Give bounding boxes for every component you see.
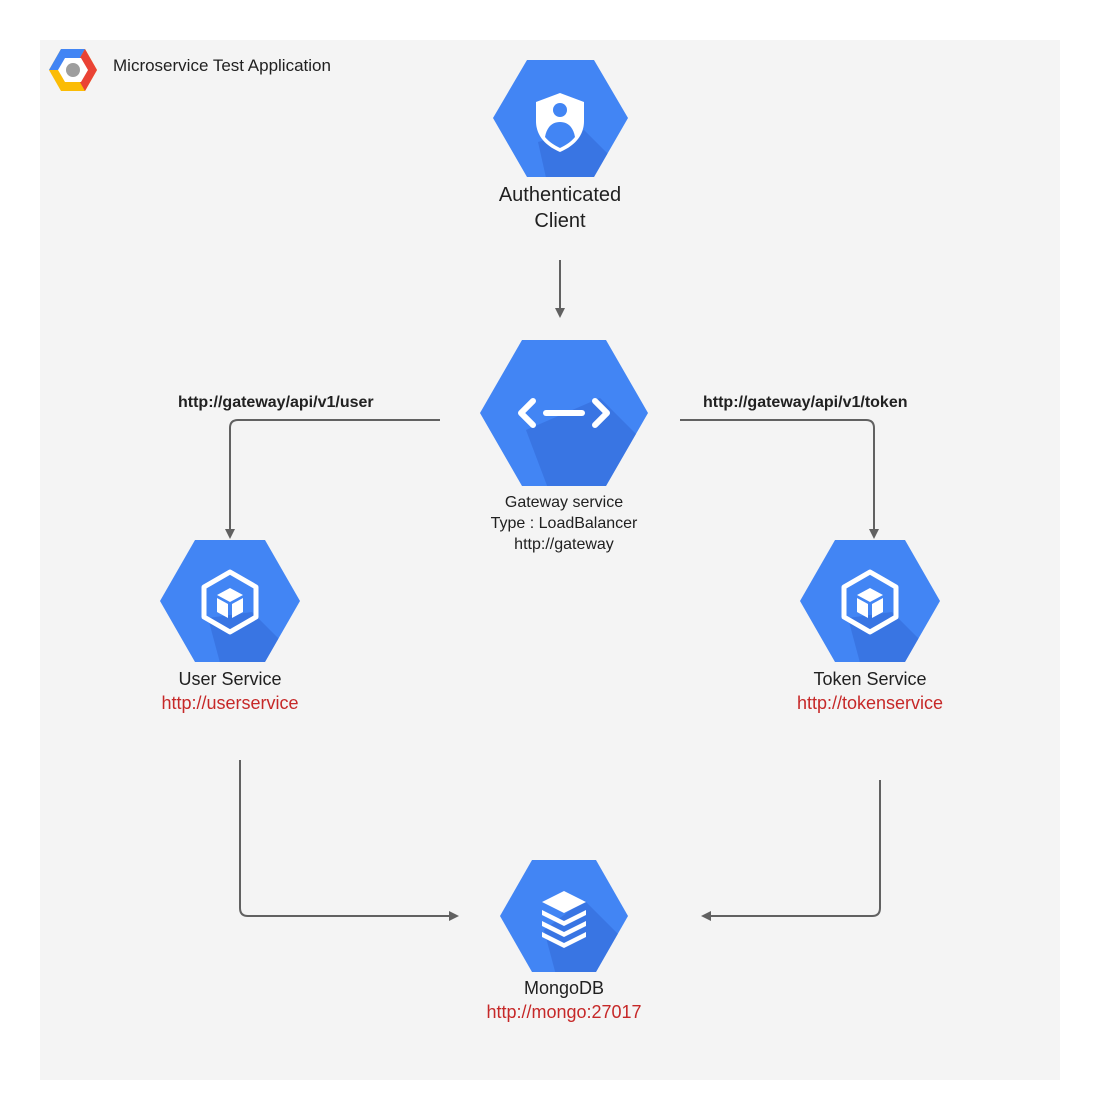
token-service-name: Token Service <box>813 669 927 689</box>
gateway-node[interactable] <box>480 340 672 520</box>
gateway-to-user-arrow <box>225 419 440 539</box>
client-label-line1: Authenticated <box>498 184 622 206</box>
mongodb-url[interactable]: http://mongo:27017 <box>486 1002 642 1022</box>
container-icon <box>841 569 899 635</box>
google-cloud-logo <box>49 49 97 91</box>
token-to-mongo-arrow <box>701 780 881 921</box>
user-service-name: User Service <box>178 669 282 689</box>
user-to-mongo-arrow <box>239 760 459 921</box>
client-label-line2: Client <box>534 210 586 232</box>
shield-user-icon <box>536 93 584 152</box>
gateway-label: Gateway service Type : LoadBalancer http… <box>491 492 638 555</box>
mongodb-name: MongoDB <box>523 978 605 998</box>
mongodb-label: MongoDB http://mongo:27017 <box>486 976 641 1024</box>
user-service-node[interactable] <box>160 540 310 700</box>
token-service-node[interactable] <box>800 540 950 700</box>
connectors <box>225 260 881 921</box>
container-icon <box>201 569 259 635</box>
gateway-label-line3: http://gateway <box>514 536 614 553</box>
database-icon <box>542 891 586 948</box>
code-arrows-icon <box>518 398 610 428</box>
token-service-url[interactable]: http://tokenservice <box>796 693 944 713</box>
route-label-user: http://gateway/api/v1/user <box>178 394 374 411</box>
gateway-label-line2: Type : LoadBalancer <box>490 515 638 532</box>
user-service-url[interactable]: http://userservice <box>161 693 299 713</box>
gateway-to-token-arrow <box>680 419 879 539</box>
diagram-title: Microservice Test Application <box>113 56 331 75</box>
client-label: Authenticated Client <box>499 182 621 234</box>
user-service-label: User Service http://userservice <box>161 667 298 715</box>
route-label-token: http://gateway/api/v1/token <box>703 394 908 411</box>
client-node[interactable] <box>493 60 640 240</box>
gateway-label-line1: Gateway service <box>504 494 624 511</box>
token-service-label: Token Service http://tokenservice <box>797 667 943 715</box>
mongodb-node[interactable] <box>500 860 640 990</box>
